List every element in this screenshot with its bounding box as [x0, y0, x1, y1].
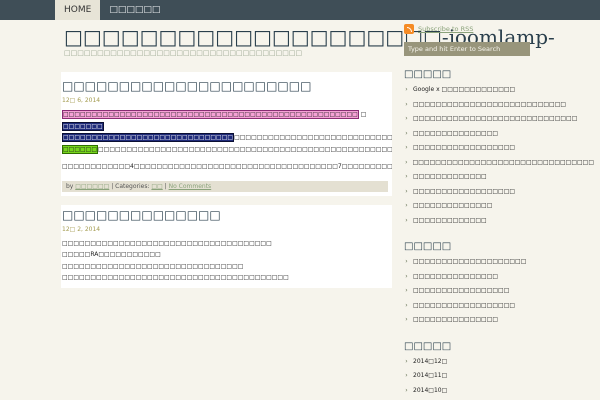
bullet-icon: ›: [405, 144, 408, 151]
bullet-icon: ›: [405, 357, 408, 365]
widget-item[interactable]: ›□□□□□□□□□□□□□□□□□□□□□□□□□□□□□: [405, 115, 578, 122]
post-line: □□□□□□□□□□□□□□□□□□□□□□□□□□□□□□□□□□□□□□□□: [62, 274, 289, 281]
widget-item[interactable]: ›□□□□□□□□□□□□□□: [405, 202, 493, 209]
widget-item[interactable]: ›Google x □□□□□□□□□□□□□: [405, 86, 516, 93]
body-text: □□□□□□□□□□□□□□□□□□□□□□□□□□□□□□□□□□□□□□□□…: [98, 145, 392, 153]
bullet-icon: ›: [405, 258, 408, 265]
post-article: □□□□□□□□□□□□□□□□□□□□□□ 12□ 6, 2014 □□□□□…: [61, 72, 392, 196]
widget-item[interactable]: ›□□□□□□□□□□□□□□□: [405, 316, 499, 323]
widget-categories: □□□□□ ›□□□□□□□□□□□□□□□□□□□□ ›□□□□□□□□□□□…: [404, 241, 594, 328]
post-line: □□□□□RA□□□□□□□□□□□: [62, 251, 161, 258]
post-body: □□□□□□□□□□□□□□□□□□□□□□□□□□□□□□□□□□□□□ □□…: [62, 238, 388, 284]
widget-item[interactable]: ›□□□□□□□□□□□□□□□□□□□□□□□□□□□□□□□□: [405, 158, 594, 166]
bullet-icon: ›: [405, 202, 408, 209]
bullet-icon: ›: [405, 187, 408, 195]
widget-title: □□□□□: [404, 241, 452, 252]
widget-item[interactable]: ›□□□□□□□□□□□□□□□: [405, 272, 499, 280]
post-title[interactable]: □□□□□□□□□□□□□□: [62, 207, 221, 222]
post-date: 12□ 2, 2014: [62, 225, 101, 233]
post-line: □□□□□□□□□□□□□□□□□□□□□□□□□□□□□□□□□□□□□: [62, 239, 272, 247]
bullet-icon: ›: [405, 316, 408, 323]
highlight-green: □□□□□□: [62, 144, 99, 154]
sidebar: Subscribe to RSS Type and hit Enter to S…: [404, 22, 594, 400]
bullet-icon: ›: [405, 173, 408, 180]
widget-item[interactable]: ›□□□□□□□□□□□□□□□: [405, 129, 499, 137]
rss-subscribe[interactable]: Subscribe to RSS: [404, 22, 594, 36]
bullet-icon: ›: [405, 372, 408, 379]
bullet-icon: ›: [405, 301, 408, 309]
widget-title: □□□□□: [404, 69, 452, 80]
body-text: □□□□□□□□□□□□□□□□□□□□□□□□□□□□□□□□□□□□□□□□…: [234, 134, 392, 141]
meta-categories-label: | Categories:: [109, 182, 152, 190]
post-article: □□□□□□□□□□□□□□ 12□ 2, 2014 □□□□□□□□□□□□□…: [61, 204, 392, 288]
bullet-icon: ›: [405, 86, 408, 93]
tab-home[interactable]: HOME: [55, 0, 101, 20]
rss-link[interactable]: Subscribe to RSS: [418, 25, 474, 33]
highlight-navy: □□□□□□□□□□□□□□□□□□□□□□□□□□□□□□: [62, 133, 235, 142]
bullet-icon: ›: [405, 129, 408, 137]
post-title[interactable]: □□□□□□□□□□□□□□□□□□□□□□: [62, 79, 312, 93]
post-line: □□□□□□□□□□□□□□□□□□□□□□□□□□□□□□□□: [62, 262, 244, 270]
widget-item[interactable]: ›2014□11□: [405, 372, 448, 379]
rss-icon: [404, 24, 414, 34]
search-input[interactable]: Type and hit Enter to Search: [404, 42, 530, 56]
post-paragraph: □□□□□□□□□□□□□□□□□□□□□□□□□□□□□□□□□□□□□□□□…: [62, 109, 392, 155]
meta-by-label: by: [66, 182, 76, 190]
widget-item[interactable]: ›□□□□□□□□□□□□□: [405, 173, 487, 180]
widget-archives: □□□□□ ›2014□12□ ›2014□11□ ›2014□10□: [404, 341, 594, 399]
bullet-icon: ›: [405, 100, 408, 108]
site-description: □□□□□□□□□□□□□□□□□□□□□□□□□□□□□□□□□□□□: [64, 49, 303, 57]
post-meta-bar: by □□□□□□ | Categories: □□ | No Comments: [62, 180, 388, 192]
post-paragraph: □□□□□□□□□□□□4□□□□□□□□□□□□□□□□□□□□□□□□□□□…: [62, 163, 392, 170]
post-date: 12□ 6, 2014: [62, 97, 101, 104]
bullet-icon: ›: [405, 272, 408, 280]
bullet-icon: ›: [405, 158, 408, 166]
widget-recent-posts: □□□□□ ›Google x □□□□□□□□□□□□□ ›□□□□□□□□□…: [404, 69, 594, 228]
widget-item[interactable]: ›□□□□□□□□□□□□□□□□□□: [405, 187, 516, 195]
main-content: □□□□□□□□□□□□□□□□□□□□□□ 12□ 6, 2014 □□□□□…: [61, 72, 392, 400]
bullet-icon: ›: [405, 287, 408, 294]
widget-item[interactable]: ›□□□□□□□□□□□□□□□□□□□□□□□□□□□: [405, 100, 567, 108]
widget-item[interactable]: ›□□□□□□□□□□□□□: [405, 216, 487, 224]
tab-page[interactable]: □□□□□□: [109, 5, 161, 15]
highlight-navy: □□□□□□□: [62, 121, 104, 131]
post-body: □□□□□□□□□□□□□□□□□□□□□□□□□□□□□□□□□□□□□□□□…: [62, 109, 392, 173]
nav-tabs: HOME □□□□□□: [55, 0, 169, 20]
bullet-icon: ›: [405, 216, 408, 224]
widget-item[interactable]: ›□□□□□□□□□□□□□□□□□□□□: [405, 258, 527, 265]
bullet-icon: ›: [405, 115, 408, 122]
author-link[interactable]: □□□□□□: [75, 182, 110, 190]
widget-title: □□□□□: [404, 340, 452, 352]
body-text: □: [358, 111, 367, 118]
meta-separator: |: [162, 182, 169, 190]
category-link[interactable]: □□: [151, 182, 163, 190]
highlight-pink: □□□□□□□□□□□□□□□□□□□□□□□□□□□□□□□□□□□□□□□□…: [62, 110, 359, 119]
widget-item[interactable]: ›2014□12□: [405, 357, 448, 365]
widget-item[interactable]: ›□□□□□□□□□□□□□□□□□: [405, 287, 510, 294]
widget-item[interactable]: ›2014□10□: [405, 386, 448, 394]
comments-link[interactable]: No Comments: [168, 182, 212, 190]
top-nav-bar: HOME □□□□□□: [0, 0, 600, 20]
widget-item[interactable]: ›□□□□□□□□□□□□□□□□□□: [405, 144, 516, 151]
widget-item[interactable]: ›□□□□□□□□□□□□□□□□□□: [405, 301, 516, 309]
bullet-icon: ›: [405, 386, 408, 394]
